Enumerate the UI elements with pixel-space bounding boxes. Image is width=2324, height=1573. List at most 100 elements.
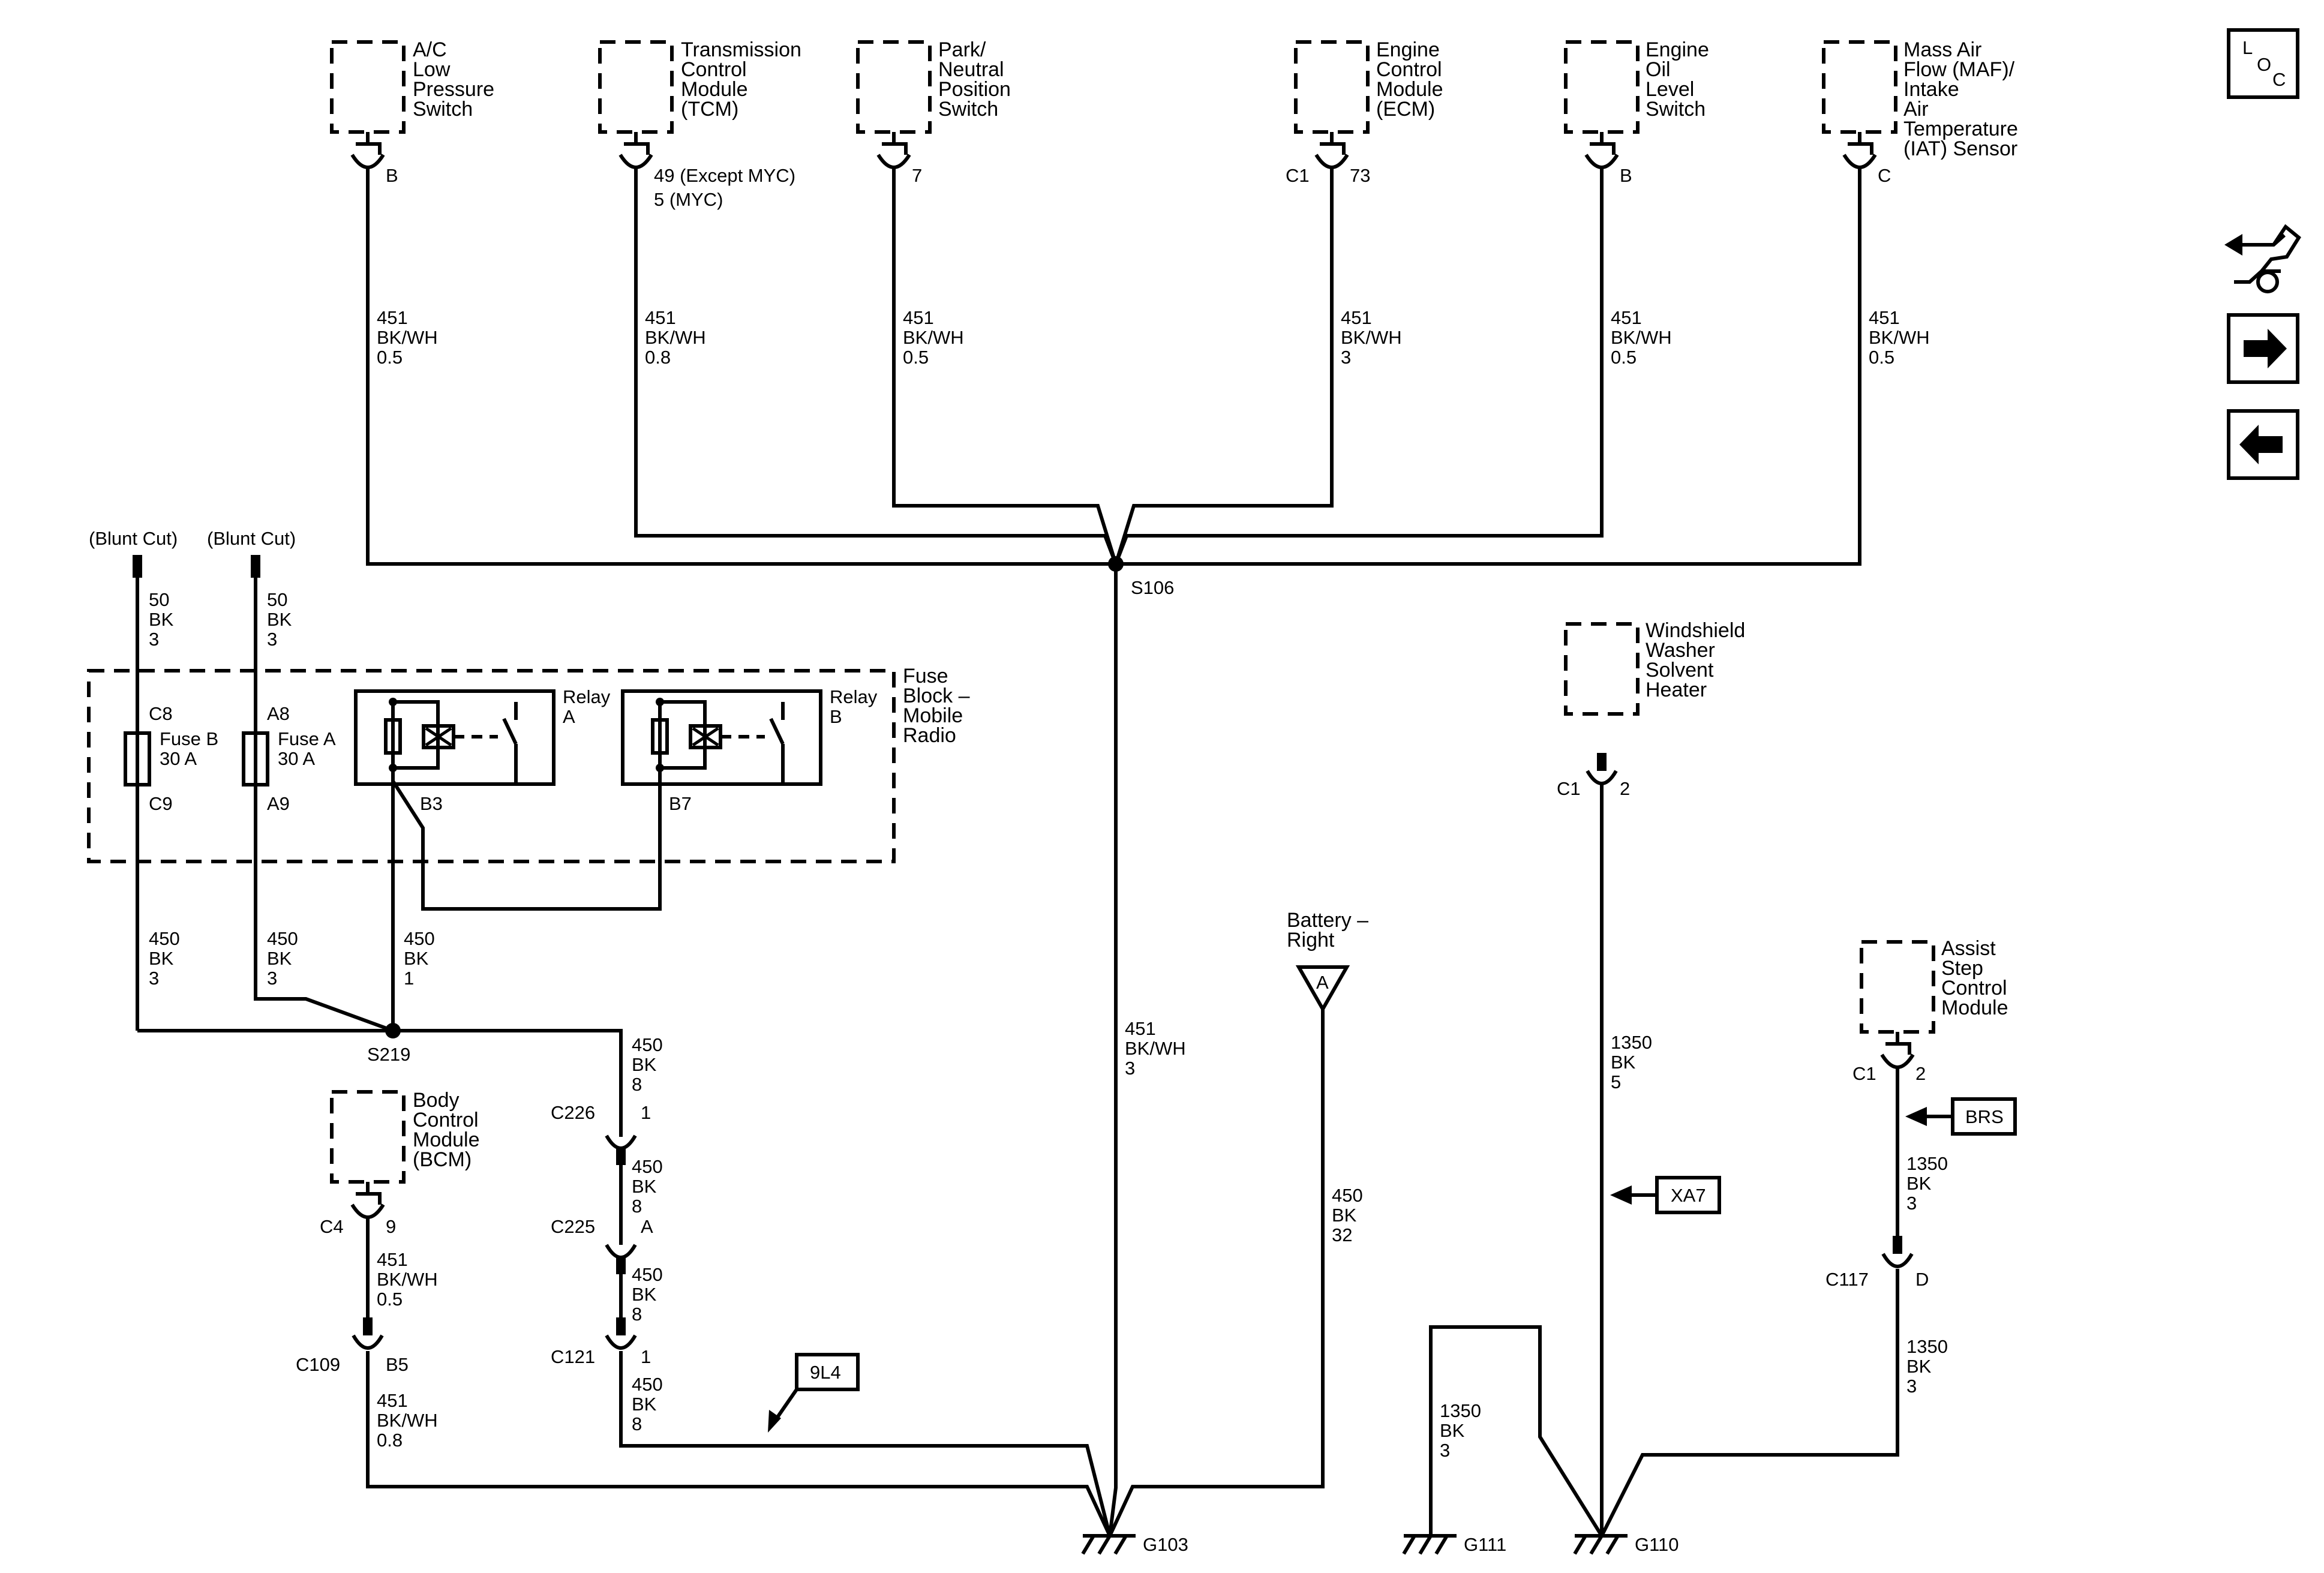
c226-pin: 1	[641, 1102, 651, 1123]
fuse-block-label-4: Radio	[903, 724, 956, 747]
ref-xa7-label: XA7	[1671, 1185, 1706, 1206]
wire-park-1: 451	[903, 307, 934, 328]
wire-s106-g103	[1108, 564, 1118, 1536]
connector-wrench-icon[interactable]	[2224, 224, 2301, 293]
maf-pin: C	[1878, 165, 1891, 186]
assist-label-4: Module	[1941, 996, 2008, 1019]
svg-text:49 (Except MYC)5 (MYC): 49 (Except MYC)5 (MYC)	[654, 165, 795, 210]
ground-g103	[1081, 1534, 1136, 1555]
fuse-a-top-pin: A8	[267, 703, 290, 724]
maf-label-5: Temperature	[1903, 118, 2018, 140]
wire-s219-c226-1: 450	[632, 1034, 663, 1055]
wire-fuse-a-out-1: 450	[267, 928, 298, 949]
fuse-b	[124, 731, 151, 786]
svg-text:Fuse B30 A: Fuse B30 A	[160, 728, 218, 769]
maf-label-6: (IAT) Sensor	[1903, 137, 2017, 160]
wire-blunt-right-3: 3	[267, 629, 277, 650]
ref-9l4-label: 9L4	[810, 1362, 841, 1383]
wire-tcm-2: BK/WH	[645, 327, 706, 348]
loc-button[interactable]: L O C	[2227, 28, 2299, 99]
wire-g111-2: BK	[1440, 1420, 1465, 1441]
connector-c109	[352, 1317, 384, 1350]
wire-fuse-b-out-2: BK	[149, 948, 174, 969]
washer-connector: C1	[1557, 778, 1581, 799]
wire-c226-c225-1: 450	[632, 1156, 663, 1177]
wire-park-2: BK/WH	[903, 327, 964, 348]
wire-washer-1: 1350	[1611, 1032, 1652, 1053]
wire-s106-1: 451	[1125, 1018, 1156, 1039]
wire-battery-3: 32	[1332, 1224, 1352, 1245]
oil-label-3: Level	[1646, 78, 1694, 101]
svg-text:Fuse A30 A: Fuse A30 A	[278, 728, 336, 769]
component-tcm	[598, 40, 674, 169]
fuse-b-label-1: Fuse B	[160, 728, 218, 749]
battery-label-1: Battery –	[1287, 909, 1368, 932]
wire-c109-g103-1: 451	[377, 1390, 408, 1411]
splice-s219	[385, 1023, 401, 1038]
wire-ac-1: 451	[377, 307, 408, 328]
wire-s219-c226-2: BK	[632, 1054, 657, 1075]
battery-terminal	[1295, 965, 1350, 1013]
prev-page-button[interactable]	[2227, 409, 2299, 480]
tcm-label-2: Control	[681, 58, 747, 81]
wire-ecm-3: 3	[1341, 347, 1351, 368]
wire-relay-out-3: 1	[404, 968, 414, 989]
wire-maf-1: 451	[1869, 307, 1900, 328]
s106-label: S106	[1131, 577, 1174, 598]
wire-c225-c121-3: 8	[632, 1304, 642, 1325]
ecm-label-1: Engine	[1376, 38, 1440, 61]
c225-label: C225	[551, 1216, 595, 1237]
connector-c225	[605, 1244, 637, 1274]
ecm-pin: 73	[1350, 165, 1370, 186]
relay-a-label-2: A	[563, 706, 575, 727]
fuse-b-bottom-pin: C9	[149, 793, 173, 814]
fuse-a-label-2: 30 A	[278, 748, 315, 769]
arrow-right-icon	[2244, 329, 2287, 368]
ref-brs-box[interactable]: BRS	[1951, 1097, 2017, 1136]
loc-c-letter: C	[2272, 69, 2286, 90]
next-page-button[interactable]	[2227, 313, 2299, 384]
washer-label-3: Solvent	[1646, 659, 1714, 682]
blunt-cut-right: (Blunt Cut)	[207, 528, 296, 549]
wire-bcm-c109-2: BK/WH	[377, 1269, 438, 1290]
wire-oil-2: BK/WH	[1611, 327, 1672, 348]
fuse-block-label-2: Block –	[903, 685, 970, 707]
connector-c117	[1881, 1236, 1914, 1268]
wire-c225-c121-2: BK	[632, 1284, 657, 1305]
relay-a-label-1: Relay	[563, 686, 611, 707]
wire-blunt-right-1: 50	[267, 589, 287, 610]
c117-label: C117	[1825, 1269, 1869, 1290]
ecm-label-4: (ECM)	[1376, 98, 1435, 121]
assist-label-3: Control	[1941, 977, 2007, 999]
wire-assist-c117-2: BK	[1906, 1173, 1932, 1194]
wire-tcm-1: 451	[645, 307, 676, 328]
wire-c109-g103-2: BK/WH	[377, 1410, 438, 1431]
c226-label: C226	[551, 1102, 595, 1123]
wire-c226-c225-2: BK	[632, 1176, 657, 1197]
connector-c226	[605, 1134, 637, 1165]
wire-washer-3: 5	[1611, 1071, 1621, 1092]
ref-xa7-box[interactable]: XA7	[1655, 1176, 1721, 1214]
ref-9l4-box[interactable]: 9L4	[795, 1353, 860, 1391]
fuse-block-label-1: Fuse	[903, 665, 948, 688]
oil-label-4: Switch	[1646, 98, 1706, 121]
fuse-a-bottom-pin: A9	[267, 793, 290, 814]
ac-pin: B	[386, 165, 398, 186]
wire-ac-3: 0.5	[377, 347, 403, 368]
battery-terminal-label: A	[1316, 972, 1329, 993]
bcm-label-2: Control	[413, 1109, 479, 1131]
wire-s106-2: BK/WH	[1125, 1038, 1186, 1059]
ac-label-3: Pressure	[413, 78, 494, 101]
